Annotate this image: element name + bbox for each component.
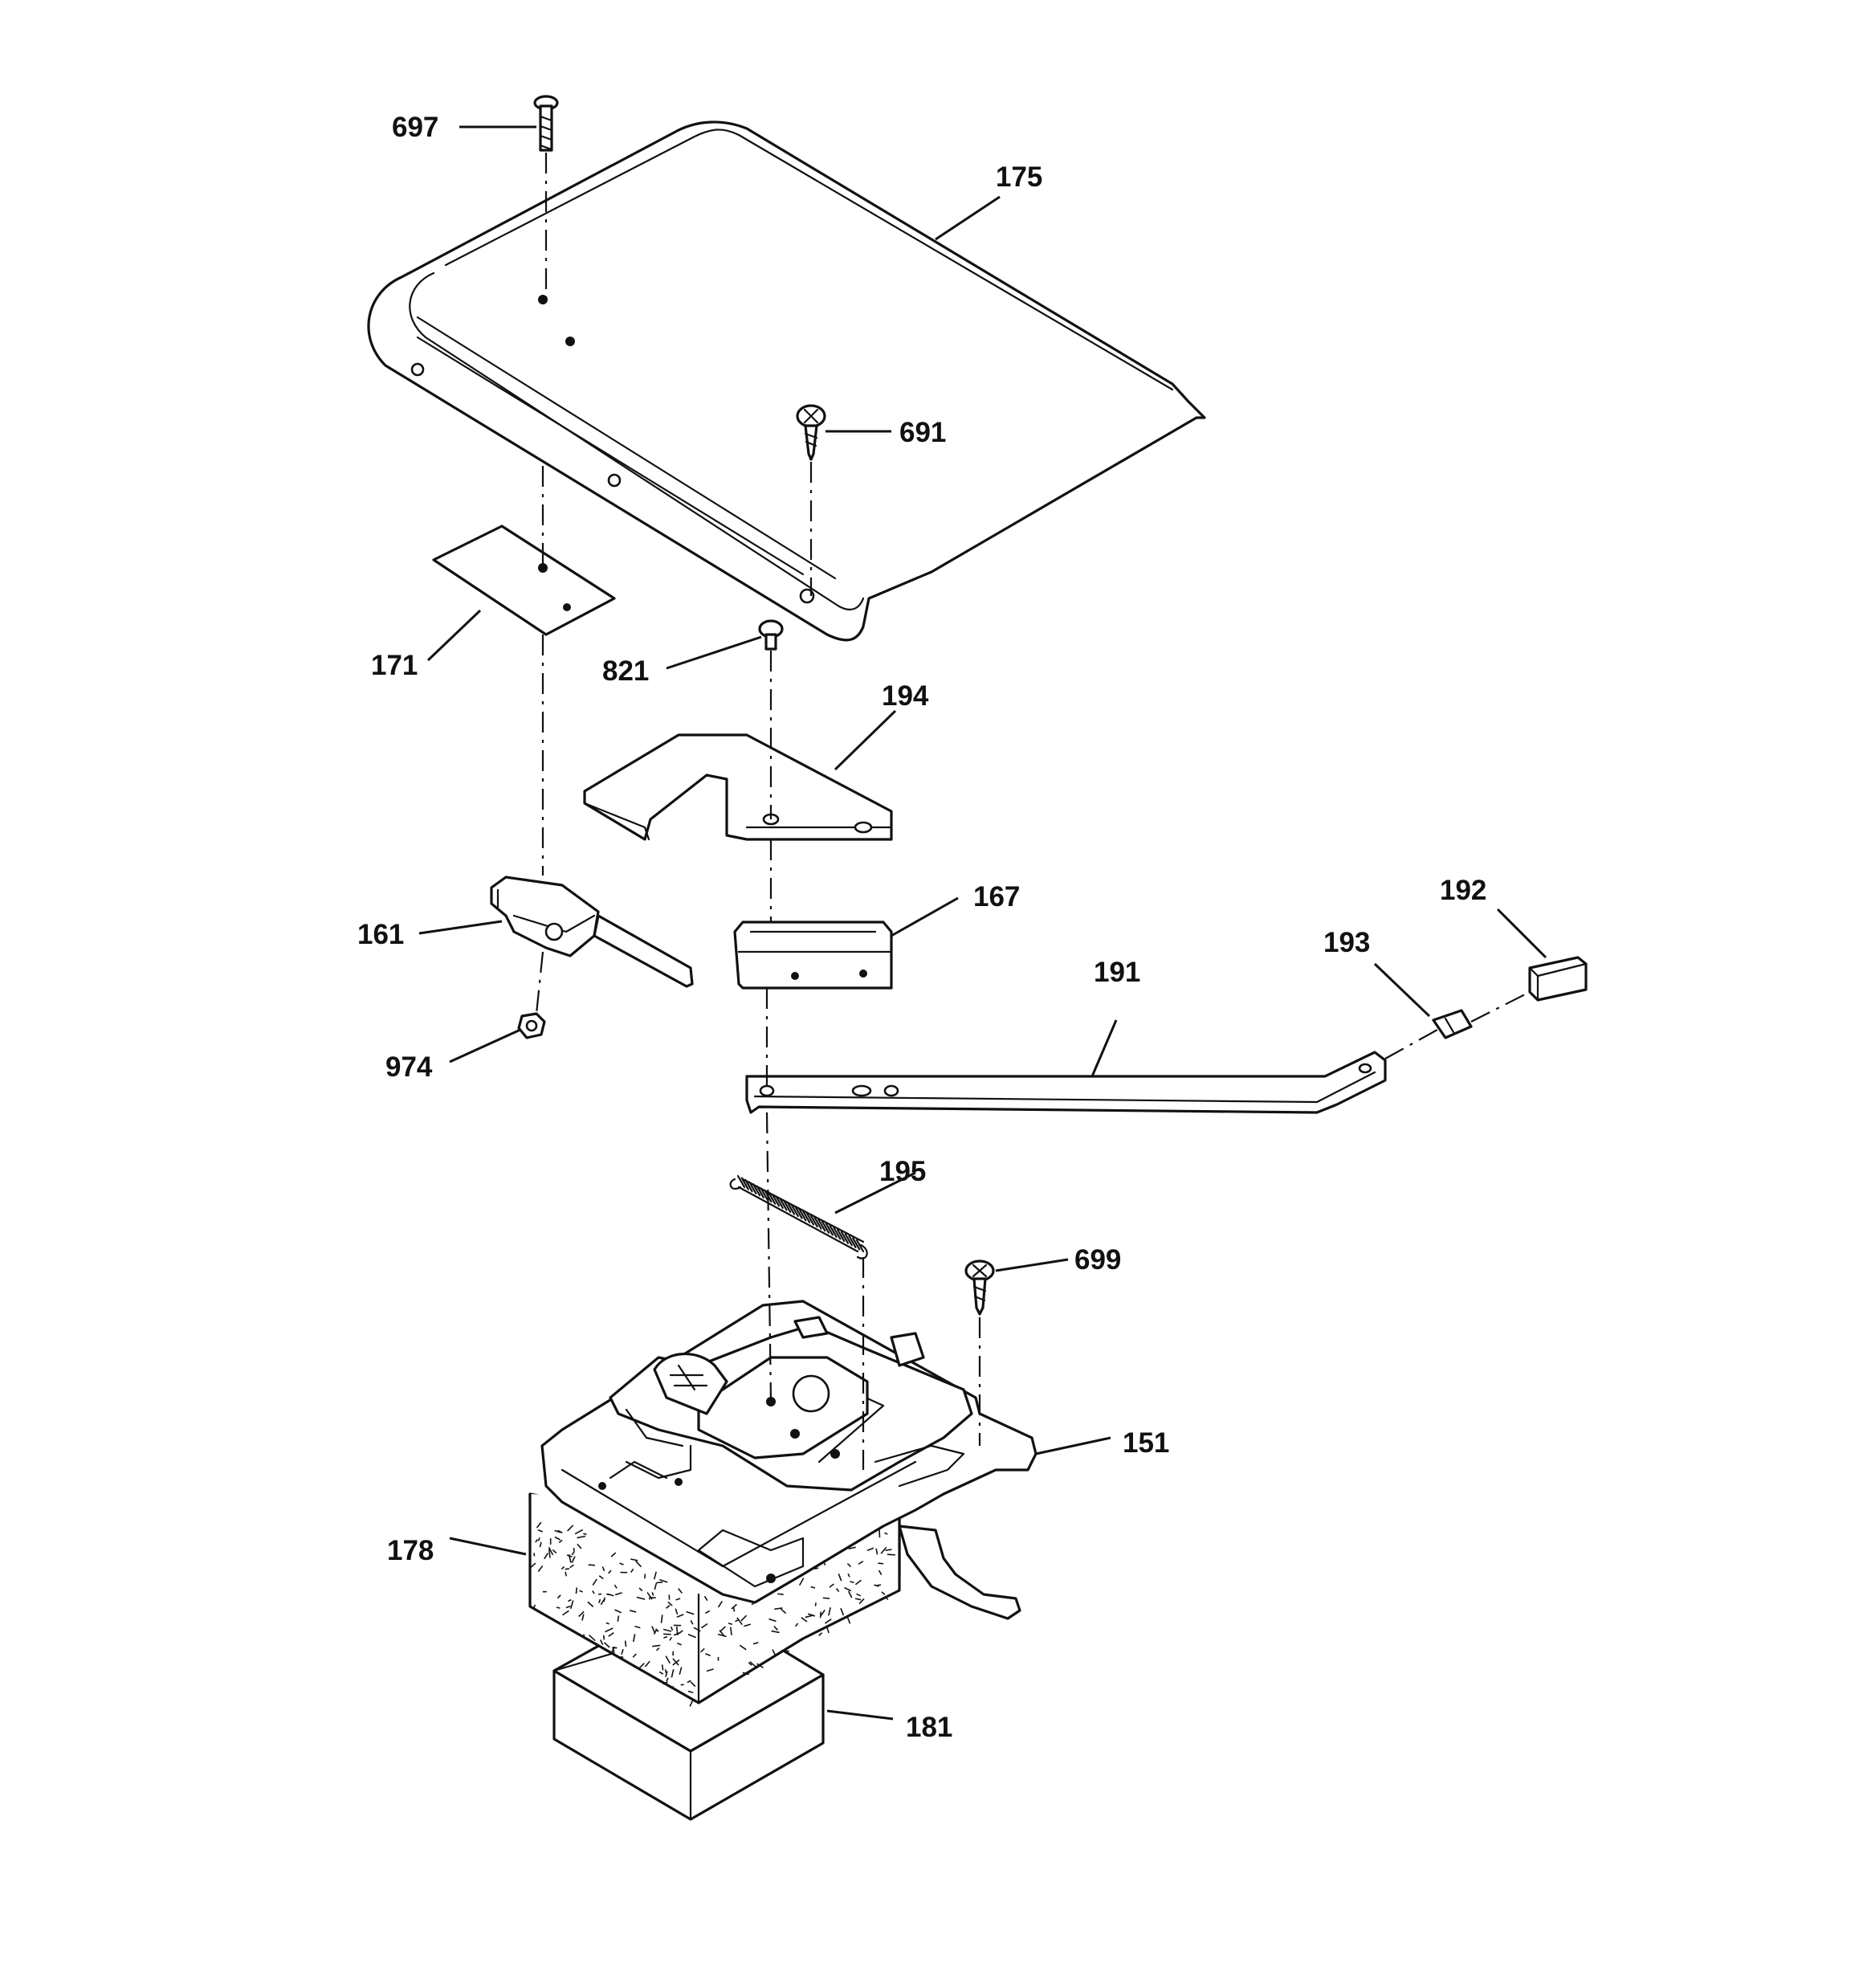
- label-194: 194: [882, 680, 929, 712]
- label-821: 821: [602, 655, 649, 687]
- leader-lines: [418, 125, 1547, 1721]
- label-175: 175: [996, 161, 1042, 193]
- part-193-clip: [1432, 1009, 1473, 1039]
- label-178: 178: [387, 1535, 434, 1566]
- part-691-screw: [796, 404, 826, 461]
- label-195: 195: [879, 1156, 926, 1187]
- assembly-lines: [535, 153, 1531, 1470]
- part-171-pad: [432, 525, 616, 636]
- part-699-screw: [964, 1259, 995, 1316]
- part-821-screw: [758, 619, 784, 651]
- part-195-spring: [729, 1174, 868, 1259]
- label-191: 191: [1094, 957, 1140, 988]
- label-192: 192: [1440, 875, 1486, 906]
- part-151-latch-base: [540, 1300, 1037, 1620]
- label-691: 691: [899, 417, 946, 448]
- part-191-lever: [745, 1051, 1387, 1114]
- part-194-bracket: [583, 733, 893, 841]
- part-974-nut: [517, 1012, 546, 1039]
- part-192-knob: [1528, 956, 1588, 1002]
- label-171: 171: [371, 650, 418, 681]
- label-974: 974: [385, 1051, 433, 1083]
- part-175-cover: [367, 120, 1206, 642]
- label-193: 193: [1323, 927, 1370, 958]
- part-labels: 697 175 691 171 821 194 167 192 161 193 …: [357, 112, 1486, 1743]
- label-161: 161: [357, 919, 404, 950]
- part-167-clip: [733, 921, 893, 990]
- label-181: 181: [906, 1712, 952, 1743]
- part-161-switch: [490, 876, 694, 988]
- label-697: 697: [392, 112, 438, 143]
- part-697-screw: [533, 95, 559, 152]
- label-151: 151: [1123, 1427, 1169, 1459]
- label-699: 699: [1074, 1244, 1121, 1276]
- label-167: 167: [973, 881, 1020, 912]
